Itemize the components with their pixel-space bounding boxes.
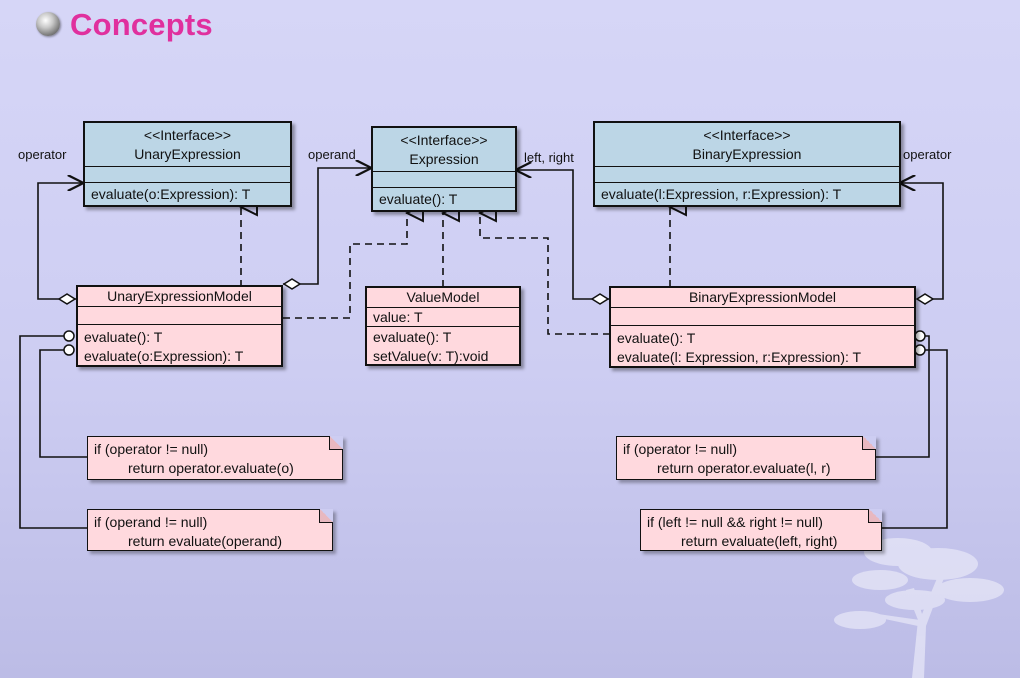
class-method: evaluate(): T <box>84 329 163 345</box>
note-line: return operator.evaluate(o) <box>128 460 294 476</box>
role-label-operand: operand <box>308 147 356 162</box>
interface-method: evaluate(): T <box>379 191 458 207</box>
class-name: UnaryExpressionModel <box>107 288 252 304</box>
note-line: return operator.evaluate(l, r) <box>657 460 831 476</box>
class-name: ValueModel <box>406 289 480 305</box>
binary-leftright-note-link <box>882 349 948 529</box>
left-right-aggregation-icon <box>590 293 610 305</box>
role-label-left-right: left, right <box>524 150 574 165</box>
binary-operator-note: if (operator != null) return operator.ev… <box>616 436 876 480</box>
note-line: if (left != null && right != null) <box>647 514 823 530</box>
note-fold-icon <box>329 436 343 450</box>
note-line: return evaluate(left, right) <box>681 533 838 549</box>
binary-leftright-note: if (left != null && right != null) retur… <box>640 509 882 551</box>
operand-association <box>283 168 370 285</box>
class-method: evaluate(): T <box>617 330 696 346</box>
class-attribute: value: T <box>373 309 423 325</box>
binary-operator-association <box>901 183 944 300</box>
binary-note-anchor-icon <box>914 344 926 356</box>
note-fold-icon <box>862 436 876 450</box>
binary-operator-aggregation-icon <box>915 293 935 305</box>
interface-method: evaluate(o:Expression): T <box>91 186 251 202</box>
note-fold-icon <box>868 509 882 523</box>
interface-method: evaluate(l:Expression, r:Expression): T <box>601 186 842 202</box>
expression-interface[interactable]: <<Interface>> Expression evaluate(): T <box>371 126 517 212</box>
tree-watermark-icon <box>834 538 1004 678</box>
value-model-class[interactable]: ValueModel value: T evaluate(): T setVal… <box>365 286 521 366</box>
class-method: evaluate(): T <box>373 329 452 345</box>
interface-name: BinaryExpression <box>692 146 802 162</box>
interface-name: Expression <box>409 151 479 167</box>
note-line: if (operator != null) <box>94 441 208 457</box>
class-method: evaluate(o:Expression): T <box>84 348 244 364</box>
note-line: if (operator != null) <box>623 441 737 457</box>
binary-note-anchor-icon <box>914 330 926 342</box>
unary-expression-model-class[interactable]: UnaryExpressionModel evaluate(): T evalu… <box>76 285 283 367</box>
unary-operator-association <box>37 183 82 300</box>
unary-operator-note-link <box>19 335 87 529</box>
operand-aggregation-icon <box>282 278 302 290</box>
unary-operand-note-link <box>39 349 87 458</box>
note-line: if (operand != null) <box>94 514 208 530</box>
unary-expression-realization-line <box>283 213 407 319</box>
unary-expression-interface[interactable]: <<Interface>> UnaryExpression evaluate(o… <box>83 121 292 207</box>
unary-note-anchor-icon <box>63 344 75 356</box>
slide-title: Concepts <box>70 7 213 42</box>
unary-operand-note: if (operand != null) return evaluate(ope… <box>87 509 333 551</box>
interface-name: UnaryExpression <box>134 146 241 162</box>
unary-note-anchor-icon <box>63 330 75 342</box>
class-method: evaluate(l: Expression, r:Expression): T <box>617 349 862 365</box>
title-bullet-icon <box>36 12 60 36</box>
binary-expression-model-class[interactable]: BinaryExpressionModel evaluate(): T eval… <box>609 286 916 368</box>
role-label-operator: operator <box>18 147 67 162</box>
class-method: setValue(v: T):void <box>373 348 489 364</box>
binary-expression-realization-line <box>480 213 610 335</box>
stereotype-label: <<Interface>> <box>400 132 488 148</box>
stereotype-label: <<Interface>> <box>143 127 232 143</box>
class-name: BinaryExpressionModel <box>688 289 837 305</box>
note-fold-icon <box>319 509 333 523</box>
unary-operator-aggregation-icon <box>57 293 77 305</box>
role-label-operator: operator <box>903 147 952 162</box>
stereotype-label: <<Interface>> <box>703 127 791 143</box>
binary-expression-interface[interactable]: <<Interface>> BinaryExpression evaluate(… <box>593 121 901 207</box>
unary-operator-note: if (operator != null) return operator.ev… <box>87 436 343 480</box>
note-line: return evaluate(operand) <box>128 533 283 549</box>
